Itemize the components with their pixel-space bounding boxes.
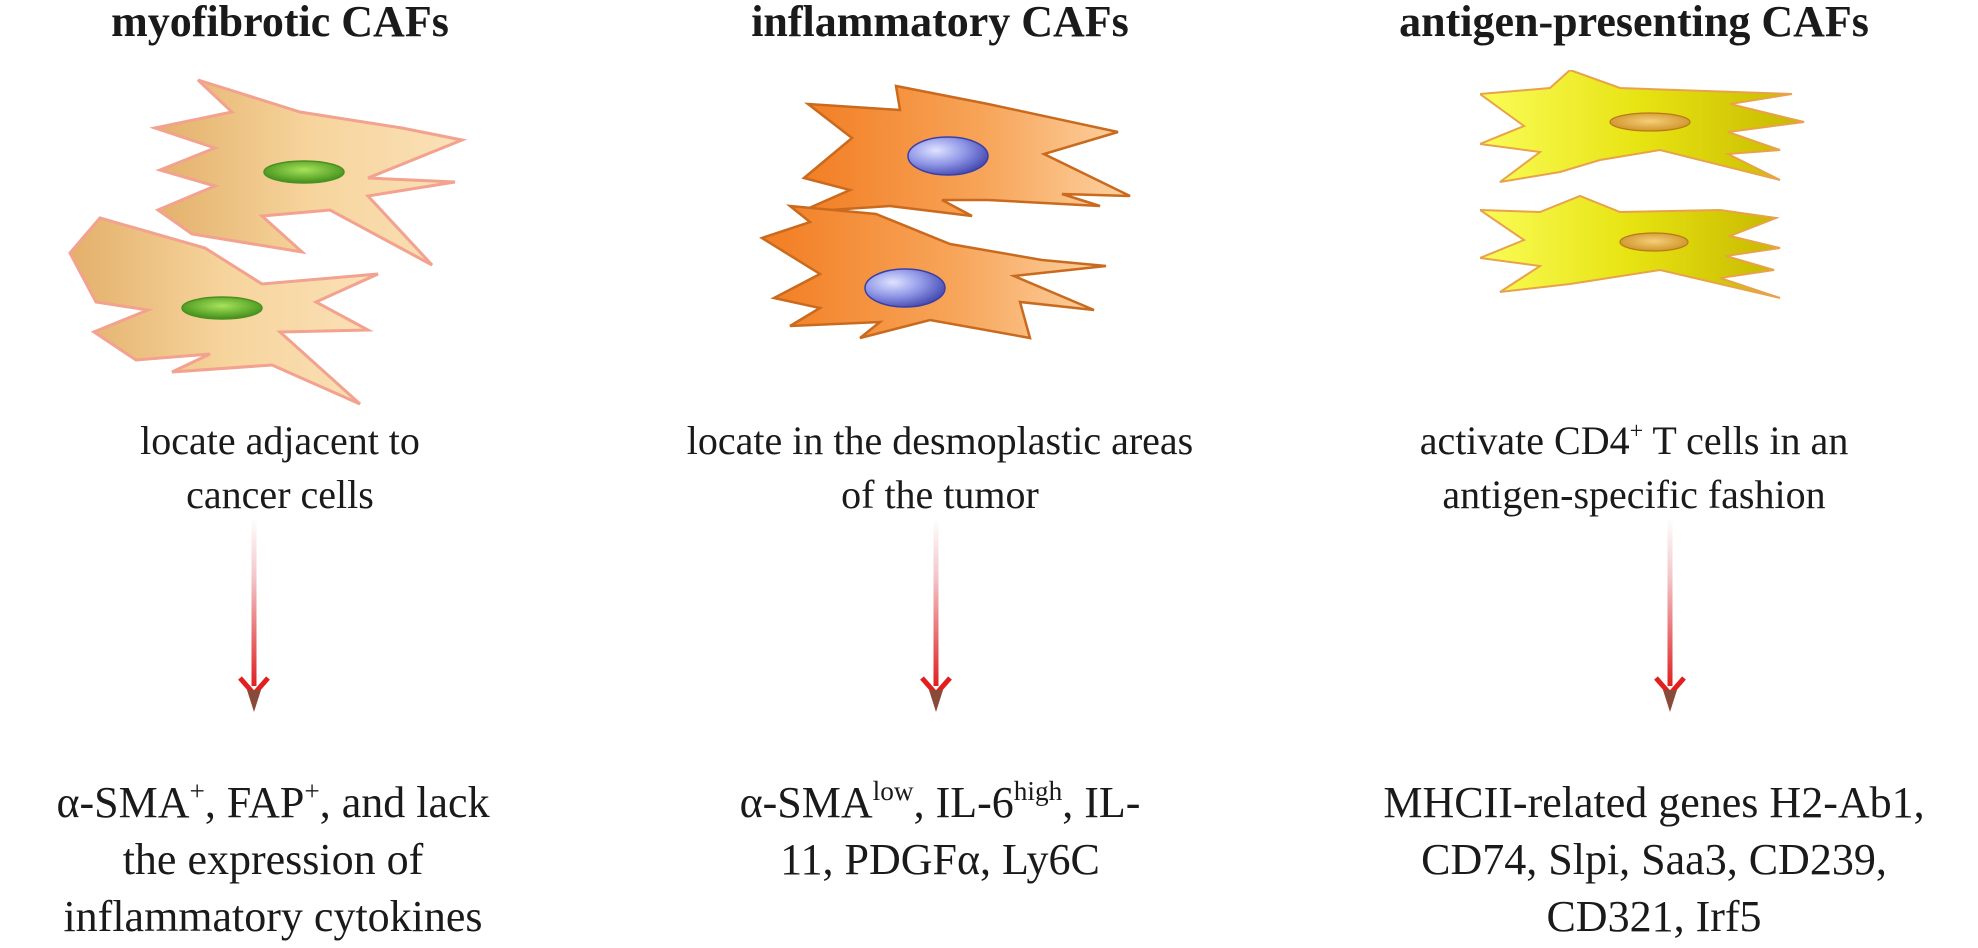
marker-text: α-SMA+, FAP+, and lack the expression of… — [56, 776, 490, 941]
myofibroblast-cells-illustration — [68, 78, 468, 406]
down-arrow-icon — [1654, 518, 1686, 712]
column-title: myofibrotic CAFs — [111, 0, 449, 46]
column-title: inflammatory CAFs — [751, 0, 1129, 46]
location-text: locate adjacent to cancer cells — [140, 418, 420, 517]
column-title: antigen-presenting CAFs — [1399, 0, 1869, 46]
column-inflammatory: inflammatory CAFs locate in the desmopla… — [620, 0, 1260, 948]
marker-text: α-SMAlow, IL-6high, IL- 11, PDGFα, Ly6C — [739, 776, 1141, 884]
nucleus-icon — [907, 136, 989, 176]
nucleus-icon — [263, 160, 345, 184]
nucleus-icon — [181, 296, 263, 320]
marker-text: MHCII-related genes H2-Ab1, CD74, Slpi, … — [1383, 778, 1925, 941]
location-text: locate in the desmoplastic areas of the … — [686, 418, 1194, 517]
nucleus-icon — [864, 268, 946, 308]
down-arrow-icon — [920, 518, 952, 712]
nucleus-icon — [1619, 232, 1689, 252]
cell-bottom — [759, 204, 1107, 340]
column-myofibrotic: myofibrotic CAFs locate adjacent to canc… — [0, 0, 530, 948]
antigen-presenting-cells-illustration — [1480, 70, 1805, 299]
location-text: activate CD4+ T cells in an antigen-spec… — [1419, 418, 1849, 517]
inflammatory-cells-illustration — [759, 84, 1131, 340]
down-arrow-icon — [238, 518, 270, 712]
column-antigen-presenting: antigen-presenting CAFs activate CD4+ T … — [1330, 0, 1978, 948]
nucleus-icon — [1609, 112, 1691, 132]
